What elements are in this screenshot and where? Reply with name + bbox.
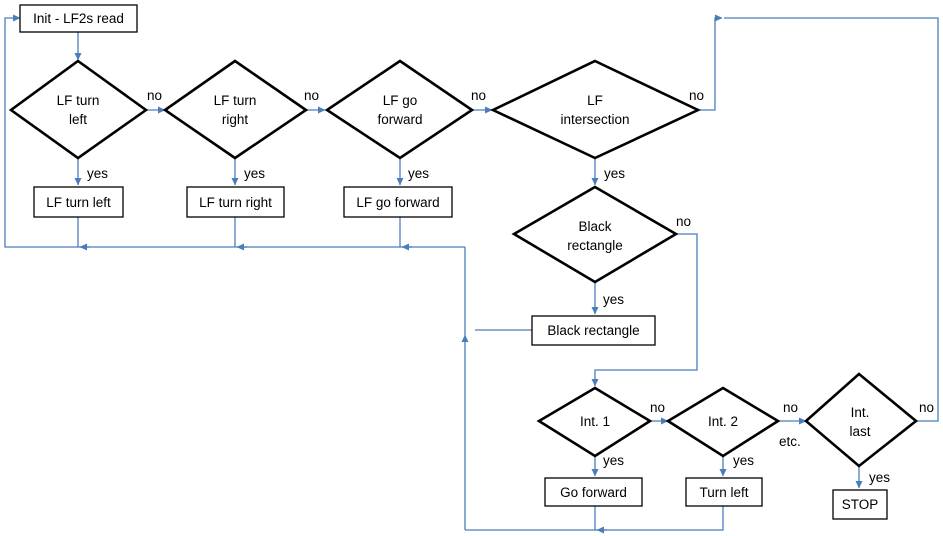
label-yes-fwd: yes (408, 166, 429, 181)
label-no-left: no (147, 88, 162, 103)
box-black-rectangle: Black rectangle (531, 315, 656, 346)
label-no-fwd: no (471, 88, 486, 103)
decision-int-1-label: Int. 1 (580, 414, 610, 429)
decision-lf-turn-right-line1: LF turn (214, 93, 257, 108)
box-lf-turn-left: LF turn left (33, 186, 124, 218)
decision-lf-intersection-line2: intersection (560, 112, 629, 127)
edge-black-no (591, 233, 698, 387)
decision-black-rectangle-line1: Black (578, 219, 611, 234)
connectors (4, 14, 939, 534)
decision-int-2: Int. 2 (665, 386, 781, 458)
label-etc: etc. (779, 434, 801, 449)
box-black-rectangle-label: Black rectangle (547, 323, 639, 338)
decision-int-last: Int. last (804, 372, 919, 468)
edge-turnleft2-down (595, 506, 724, 531)
decision-lf-turn-left: LF turn left (8, 59, 149, 160)
box-turn-left-label: Turn left (699, 485, 748, 500)
decision-lf-intersection: LF intersection (489, 59, 702, 160)
edge-int-no-loop (698, 14, 723, 111)
label-yes-right: yes (244, 166, 265, 181)
edge-goforward2-down (465, 506, 596, 531)
box-init: Init - LF2s read (19, 4, 138, 33)
box-init-label: Init - LF2s read (33, 11, 124, 26)
decision-int-2-label: Int. 2 (708, 414, 738, 429)
decision-lf-turn-left-line1: LF turn (57, 93, 100, 108)
label-yes-last: yes (869, 470, 890, 485)
label-yes-int: yes (604, 166, 625, 181)
box-turn-left: Turn left (685, 477, 763, 507)
label-yes-left: yes (87, 166, 108, 181)
box-lf-turn-right-label: LF turn right (199, 195, 272, 210)
box-lf-go-forward-label: LF go forward (356, 195, 439, 210)
label-no-int: no (689, 88, 704, 103)
label-no-black: no (676, 214, 691, 229)
decision-int-last-line1: Int. (851, 405, 870, 420)
edge-return-bus-top (4, 14, 465, 248)
decision-lf-turn-right: LF turn right (162, 59, 309, 160)
box-lf-turn-left-label: LF turn left (46, 195, 111, 210)
decision-lf-turn-right-line2: right (222, 112, 249, 127)
decision-lf-go-forward-line2: forward (377, 112, 422, 127)
decision-black-rectangle-line2: rectangle (567, 238, 623, 253)
decision-lf-go-forward-line1: LF go (383, 93, 418, 108)
decision-int-last-line2: last (849, 424, 870, 439)
box-go-forward: Go forward (544, 477, 643, 507)
box-stop: STOP (832, 489, 888, 520)
box-lf-turn-right: LF turn right (186, 186, 285, 218)
label-no-int1: no (650, 400, 665, 415)
box-stop-label: STOP (842, 497, 879, 512)
label-no-int2: no (783, 400, 798, 415)
label-no-right: no (304, 88, 319, 103)
decision-black-rectangle: Black rectangle (511, 185, 679, 284)
label-no-last: no (919, 400, 934, 415)
decision-lf-intersection-line1: LF (587, 93, 603, 108)
label-yes-int1: yes (603, 453, 624, 468)
edge-labels: no no no no yes yes yes yes no yes no no… (87, 88, 934, 485)
box-go-forward-label: Go forward (560, 485, 627, 500)
decision-lf-go-forward: LF go forward (324, 59, 475, 160)
decision-int-1: Int. 1 (536, 386, 653, 458)
box-lf-go-forward: LF go forward (343, 186, 453, 218)
label-yes-int2: yes (733, 453, 754, 468)
decision-lf-turn-left-line2: left (69, 112, 87, 127)
edge-last-no-loop (724, 17, 939, 422)
label-yes-black: yes (603, 292, 624, 307)
